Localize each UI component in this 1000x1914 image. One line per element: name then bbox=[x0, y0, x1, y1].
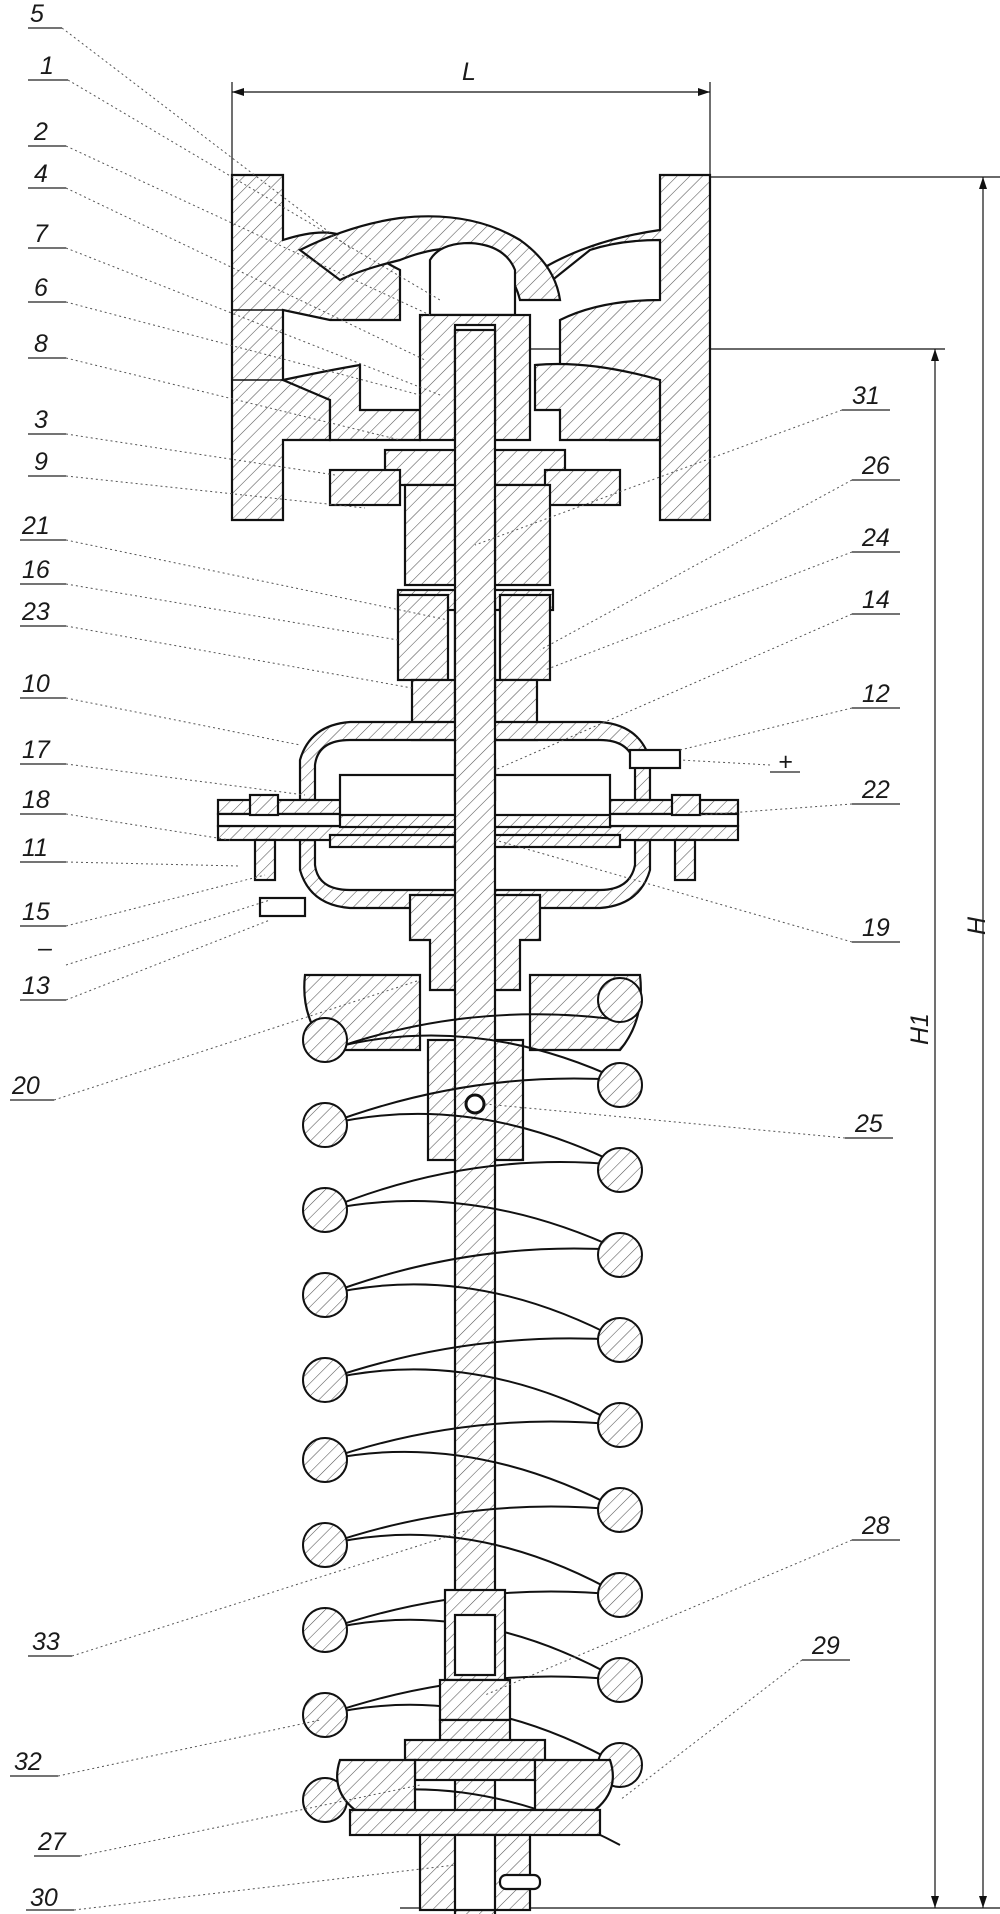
callout-29: 29 bbox=[619, 1632, 850, 1801]
svg-text:2: 2 bbox=[33, 118, 48, 146]
svg-text:15: 15 bbox=[22, 898, 50, 926]
svg-text:32: 32 bbox=[14, 1748, 42, 1776]
svg-text:21: 21 bbox=[21, 512, 50, 540]
dimension-h1-label: H1 bbox=[906, 1013, 934, 1045]
callout-17: 17 bbox=[20, 736, 306, 796]
dimension-h-label: H bbox=[963, 916, 991, 935]
svg-text:13: 13 bbox=[22, 972, 50, 1000]
svg-text:25: 25 bbox=[854, 1110, 883, 1138]
callout-28: 28 bbox=[484, 1512, 900, 1696]
dimension-l-label: L bbox=[462, 58, 476, 86]
svg-text:6: 6 bbox=[34, 274, 48, 302]
svg-text:22: 22 bbox=[861, 776, 890, 804]
svg-text:1: 1 bbox=[40, 52, 54, 80]
callout-5: 5 bbox=[28, 0, 351, 249]
svg-text:7: 7 bbox=[34, 220, 49, 248]
svg-text:3: 3 bbox=[34, 406, 48, 434]
callout-15: 15 bbox=[20, 874, 266, 927]
svg-text:+: + bbox=[778, 748, 793, 776]
valve-body bbox=[230, 173, 712, 522]
callout-21: 21 bbox=[20, 512, 449, 621]
spring-coils bbox=[302, 977, 643, 1846]
callout-32: 32 bbox=[10, 1719, 321, 1777]
svg-text:14: 14 bbox=[862, 586, 890, 614]
callout-14: 14 bbox=[494, 586, 900, 771]
svg-text:29: 29 bbox=[811, 1632, 840, 1660]
callout-11: 11 bbox=[20, 834, 241, 867]
svg-text:10: 10 bbox=[22, 670, 50, 698]
dimension-l: L bbox=[231, 58, 711, 180]
callout-6: 6 bbox=[28, 274, 421, 396]
svg-text:4: 4 bbox=[34, 160, 48, 188]
svg-text:27: 27 bbox=[37, 1828, 67, 1856]
callout-23: 23 bbox=[20, 598, 413, 689]
callout-31: 31 bbox=[474, 382, 890, 546]
svg-text:20: 20 bbox=[11, 1072, 40, 1100]
callout-25: 25 bbox=[484, 1103, 893, 1139]
callout-8: 8 bbox=[28, 330, 401, 441]
svg-text:31: 31 bbox=[852, 382, 880, 410]
lower-spring-seat bbox=[336, 1588, 614, 1912]
callout-22: 22 bbox=[699, 776, 900, 816]
svg-text:12: 12 bbox=[862, 680, 890, 708]
callout-3: 3 bbox=[28, 406, 336, 476]
svg-text:26: 26 bbox=[861, 452, 890, 480]
callout-19: 19 bbox=[494, 839, 900, 943]
callout-1: 1 bbox=[28, 52, 441, 301]
callout-9: 9 bbox=[28, 448, 366, 509]
callout-16: 16 bbox=[20, 556, 399, 641]
svg-text:18: 18 bbox=[22, 786, 50, 814]
callout-24: 24 bbox=[544, 524, 900, 671]
callout-27: 27 bbox=[34, 1784, 421, 1857]
svg-text:30: 30 bbox=[30, 1884, 58, 1912]
callout-26: 26 bbox=[539, 452, 900, 651]
svg-text:28: 28 bbox=[861, 1512, 890, 1540]
callout-12: 12 bbox=[679, 680, 900, 751]
svg-text:11: 11 bbox=[22, 834, 48, 862]
svg-text:9: 9 bbox=[34, 448, 48, 476]
svg-text:5: 5 bbox=[30, 0, 44, 28]
callout-10: 10 bbox=[20, 670, 301, 746]
callout-13: 13 bbox=[20, 919, 271, 1001]
callout-30: 30 bbox=[26, 1864, 456, 1912]
callout-2: 2 bbox=[28, 118, 431, 316]
svg-text:19: 19 bbox=[862, 914, 890, 942]
svg-text:8: 8 bbox=[34, 330, 48, 358]
callout-minus: – bbox=[37, 899, 271, 966]
callout-20: 20 bbox=[10, 979, 421, 1101]
svg-text:23: 23 bbox=[21, 598, 50, 626]
callout-4: 4 bbox=[28, 160, 426, 361]
callout-plus: + bbox=[679, 748, 800, 776]
svg-text:33: 33 bbox=[32, 1628, 60, 1656]
svg-text:24: 24 bbox=[861, 524, 890, 552]
svg-text:16: 16 bbox=[22, 556, 50, 584]
callout-33: 33 bbox=[28, 1529, 469, 1657]
svg-text:17: 17 bbox=[22, 736, 51, 764]
callout-18: 18 bbox=[20, 786, 231, 841]
svg-text:–: – bbox=[37, 934, 53, 962]
callout-7: 7 bbox=[28, 220, 441, 396]
